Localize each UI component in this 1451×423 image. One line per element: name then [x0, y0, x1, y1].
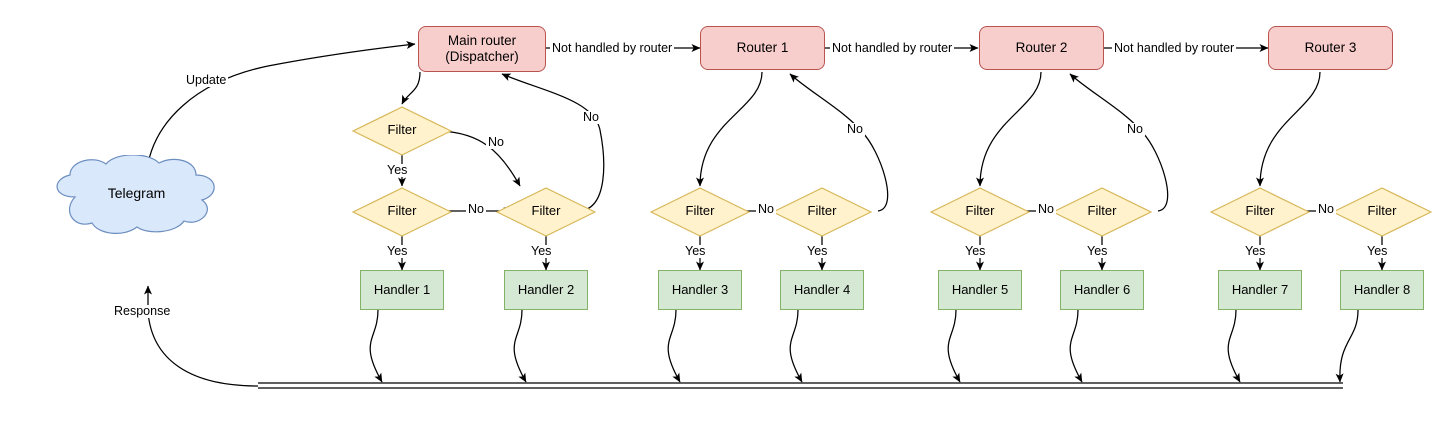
edge-label-no-main-back: No — [581, 110, 601, 124]
node-router-3[interactable]: Router 3 — [1268, 26, 1393, 70]
node-handler-1[interactable]: Handler 1 — [360, 270, 444, 310]
filter-r2-b-label: Filter — [1087, 203, 1117, 218]
edge-label-no-r2-back: No — [1125, 122, 1145, 136]
node-filter-r2-b[interactable]: Filter — [1051, 187, 1153, 237]
telegram-label: Telegram — [107, 185, 166, 201]
edge-label-yes-r1-a: Yes — [683, 244, 708, 258]
edge-h2-bus — [513, 309, 527, 383]
filter-r1-b-label: Filter — [807, 203, 837, 218]
edge-label-no-r1-mid: No — [756, 202, 776, 216]
edge-h7-bus — [1227, 309, 1241, 383]
node-handler-6[interactable]: Handler 6 — [1060, 270, 1144, 310]
edge-h4-bus — [789, 309, 803, 383]
node-filter-r1-a[interactable]: Filter — [649, 187, 751, 237]
edge-label-no-main-top: No — [486, 135, 506, 149]
edge-label-no-r1-back: No — [845, 122, 865, 136]
edge-label-no-r3-mid: No — [1316, 202, 1336, 216]
edge-label-yes-main-a: Yes — [385, 244, 410, 258]
edge-r3-to-filter — [1256, 71, 1321, 187]
handler-3-label: Handler 3 — [671, 281, 729, 297]
edge-h5-bus — [947, 309, 961, 383]
filter-main-a-label: Filter — [387, 203, 417, 218]
node-router-1[interactable]: Router 1 — [700, 26, 825, 70]
node-filter-main-top[interactable]: Filter — [351, 106, 453, 156]
edge-label-yes-main-top: Yes — [385, 163, 410, 177]
node-handler-3[interactable]: Handler 3 — [658, 270, 742, 310]
node-filter-r1-b[interactable]: Filter — [771, 187, 873, 237]
edge-main-to-filter-top — [401, 71, 421, 105]
edge-h6-bus — [1069, 309, 1083, 383]
edge-label-no-main-mid: No — [466, 202, 486, 216]
edge-response — [144, 285, 259, 387]
main-router-label-line1: Main router — [447, 33, 517, 49]
node-filter-r2-a[interactable]: Filter — [929, 187, 1031, 237]
edge-label-yes-r1-b: Yes — [805, 244, 830, 258]
handler-6-label: Handler 6 — [1073, 281, 1131, 297]
telegram-cloud: Telegram — [44, 154, 229, 235]
handler-8-label: Handler 8 — [1353, 281, 1411, 297]
filter-main-b-label: Filter — [531, 203, 561, 218]
edge-label-update: Update — [184, 73, 229, 87]
main-router-label-line2: (Dispatcher) — [445, 49, 519, 64]
edge-h3-bus — [667, 309, 681, 383]
edge-label-not-handled-2: Not handled by router — [830, 41, 955, 55]
edge-main-top-no — [440, 130, 521, 187]
node-handler-5[interactable]: Handler 5 — [938, 270, 1022, 310]
handler-7-label: Handler 7 — [1231, 281, 1289, 297]
node-main-router[interactable]: Main router (Dispatcher) — [418, 26, 546, 72]
node-handler-2[interactable]: Handler 2 — [504, 270, 588, 310]
edge-label-not-handled-1: Not handled by router — [550, 41, 675, 55]
edge-label-yes-r3-a: Yes — [1243, 244, 1268, 258]
edge-r1-to-filter — [696, 71, 763, 187]
edge-r2-to-filter — [976, 71, 1042, 187]
filter-r3-b-label: Filter — [1367, 203, 1397, 218]
edge-label-response: Response — [112, 304, 173, 318]
node-filter-main-b[interactable]: Filter — [495, 187, 597, 237]
router-3-label: Router 3 — [1304, 40, 1357, 56]
edge-update — [145, 40, 416, 179]
node-router-2[interactable]: Router 2 — [979, 26, 1104, 70]
handler-1-label: Handler 1 — [373, 281, 431, 297]
node-handler-7[interactable]: Handler 7 — [1218, 270, 1302, 310]
handler-4-label: Handler 4 — [793, 281, 851, 297]
filter-r3-a-label: Filter — [1245, 203, 1275, 218]
filter-r2-a-label: Filter — [965, 203, 995, 218]
filter-main-top-label: Filter — [387, 122, 417, 137]
edge-h8-bus — [1335, 309, 1359, 383]
handler-2-label: Handler 2 — [517, 281, 575, 297]
edge-label-no-r2-mid: No — [1036, 202, 1056, 216]
edge-main-b-no-back — [501, 73, 605, 212]
edge-h1-bus — [369, 309, 383, 383]
edge-label-yes-main-b: Yes — [529, 244, 554, 258]
node-filter-r3-b[interactable]: Filter — [1331, 187, 1433, 237]
response-bus — [258, 382, 1343, 389]
edge-label-not-handled-3: Not handled by router — [1112, 41, 1237, 55]
edge-label-yes-r3-b: Yes — [1365, 244, 1390, 258]
node-filter-r3-a[interactable]: Filter — [1209, 187, 1311, 237]
node-handler-4[interactable]: Handler 4 — [780, 270, 864, 310]
edge-label-yes-r2-b: Yes — [1085, 244, 1110, 258]
edge-label-yes-r2-a: Yes — [963, 244, 988, 258]
router-2-label: Router 2 — [1015, 40, 1068, 56]
node-filter-main-a[interactable]: Filter — [351, 187, 453, 237]
node-handler-8[interactable]: Handler 8 — [1340, 270, 1424, 310]
filter-r1-a-label: Filter — [685, 203, 715, 218]
router-1-label: Router 1 — [736, 40, 789, 56]
handler-5-label: Handler 5 — [951, 281, 1009, 297]
